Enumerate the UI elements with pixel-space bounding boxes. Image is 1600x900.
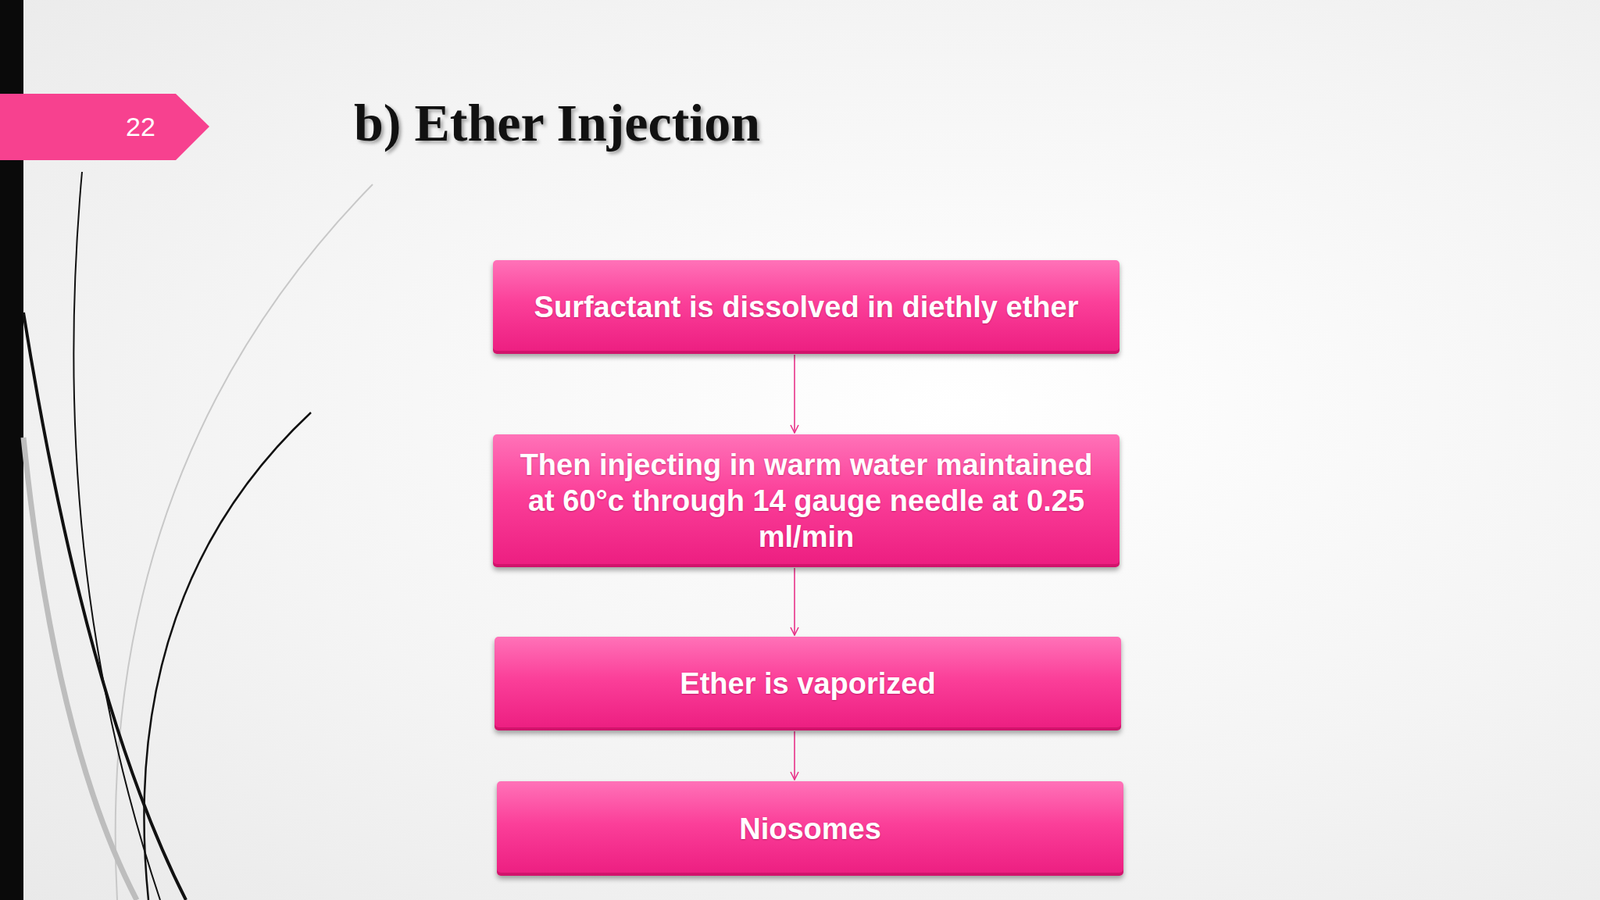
flow-arrow [793, 731, 796, 780]
slide-number: 22 [101, 110, 180, 143]
flow-arrow [793, 354, 796, 433]
deco-curve [143, 412, 311, 900]
process-box: Surfactant is dissolved in diethly ether [492, 260, 1120, 354]
box-text: Niosomes [739, 810, 882, 847]
slide-title: b) Ether Injection [353, 92, 761, 154]
process-box: Ether is vaporized [494, 636, 1122, 731]
deco-curve [23, 312, 186, 900]
process-box: Niosomes [496, 781, 1124, 876]
box-text: Surfactant is dissolved in diethly ether [534, 289, 1079, 325]
deco-curve [115, 184, 373, 900]
slide-number-tab [0, 93, 210, 161]
box-text: Ether is vaporized [679, 665, 936, 702]
process-box: Then injecting in warm water maintained … [492, 434, 1120, 568]
flow-arrow [793, 567, 796, 636]
box-text: Then injecting in warm water maintained … [511, 446, 1101, 555]
deco-curve [73, 171, 161, 900]
